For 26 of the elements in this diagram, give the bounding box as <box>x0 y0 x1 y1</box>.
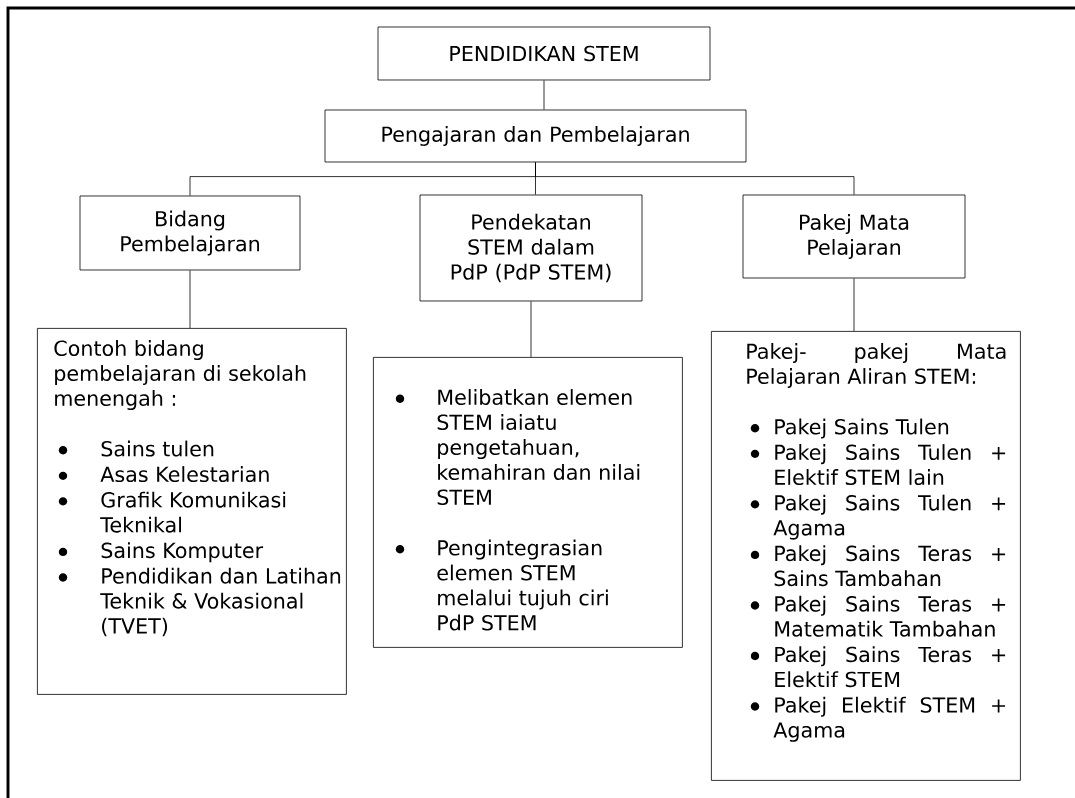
list-item: Pendidikan dan Latihan Teknik & Vokasional (TVET) <box>100 567 341 637</box>
intro-text: Contoh bidang pembelajaran di sekolah menengah : <box>54 340 306 411</box>
category-box: Pakej Mata Pelajaran <box>742 194 966 279</box>
list-item: Melibatkan elemen STEM iaiatu pengetahuan, kemahiran dan nilai STEM <box>437 389 640 506</box>
list-item: Sains Komputer <box>101 542 264 563</box>
list-item: Pakej Elektif STEM + Agama <box>773 696 1006 742</box>
list-item: Pakej Sains Teras + Matematik Tambahan <box>775 595 1006 637</box>
list-item: Pakej Sains Teras + Elektif STEM <box>775 646 1006 688</box>
list-item: Pakej Sains Teras + Sains Tambahan <box>774 545 1006 587</box>
connector-line <box>853 278 855 332</box>
list-item: Pakej Sains Tulen + Elektif STEM lain <box>775 444 1006 486</box>
list-item: Pakej Sains Tulen <box>775 418 949 439</box>
category-box: Pendekatan STEM dalam PdP (PdP STEM) <box>419 194 643 302</box>
list-item: Asas Kelestarian <box>100 466 269 483</box>
intro-text: Pakej- pakej Mata Pelajaran Aliran STEM: <box>747 343 1006 389</box>
list-item: Pakej Sains Tulen + Agama <box>773 494 1006 540</box>
connector-line <box>535 162 855 195</box>
process-box: Pengajaran dan Pembelajaran <box>324 109 747 163</box>
connector-line <box>543 80 545 110</box>
title-box: PENDIDIKAN STEM <box>377 26 711 81</box>
connector-line <box>530 301 532 358</box>
connector-line <box>189 270 191 329</box>
list-item: Pengintegrasian elemen STEM melalui tujuh ciri PdP STEM <box>437 539 608 631</box>
list-item: Grafik Komunikasi Teknikal <box>100 491 286 533</box>
list-item: Sains tulen <box>101 440 214 457</box>
category-box: Bidang Pembelajaran <box>79 195 301 271</box>
